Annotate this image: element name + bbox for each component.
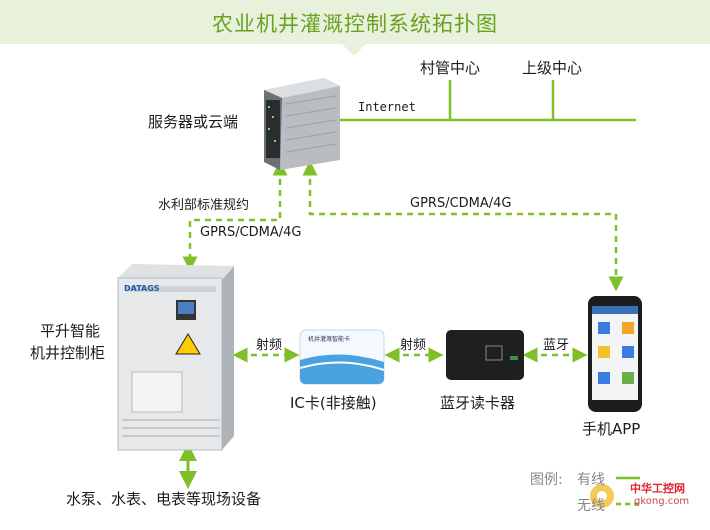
- legend-wireless: 无线: [577, 498, 605, 514]
- card-reader-icon: [446, 330, 524, 380]
- title-notch: [342, 44, 366, 56]
- legend-wired: 有线: [577, 472, 605, 488]
- server-label: 服务器或云端: [148, 113, 239, 131]
- reader-label: 蓝牙读卡器: [440, 394, 516, 412]
- phone-label: 手机APP: [582, 420, 641, 438]
- ic-card-label: IC卡(非接触): [290, 394, 377, 412]
- gprs-top-label: GPRS/CDMA/4G: [410, 196, 512, 211]
- rf-left-label: 射频: [256, 338, 283, 353]
- village-center-label: 村管中心: [420, 59, 481, 77]
- title-bar: [0, 0, 710, 44]
- gprs-left-label: GPRS/CDMA/4G: [200, 225, 302, 240]
- bluetooth-label: 蓝牙: [543, 338, 570, 353]
- field-devices-label: 水泵、水表、电表等现场设备: [66, 490, 262, 508]
- card-title: 机井灌溉智能卡: [308, 336, 351, 343]
- rf-right-label: 射频: [400, 338, 427, 353]
- control-cabinet-icon: [117, 264, 234, 451]
- legend-title: 图例:: [530, 472, 563, 488]
- wired-network: [340, 80, 636, 122]
- phone-icon: [588, 296, 642, 412]
- diagram-title: 农业机井灌溉控制系统拓扑图: [212, 12, 498, 36]
- superior-center-label: 上级中心: [522, 59, 583, 77]
- link-server-phone: [302, 160, 624, 292]
- protocol-label: 水利部标准规约: [158, 198, 250, 213]
- watermark-url: gkong.com: [634, 496, 690, 507]
- cabinet-brand: DATAGS: [124, 284, 160, 293]
- internet-label: Internet: [358, 100, 416, 114]
- server-rack-icon: [264, 78, 340, 170]
- link-server-cabinet: [182, 160, 288, 272]
- cabinet-label-line1: 平升智能: [40, 322, 101, 340]
- ic-card-icon: [299, 329, 385, 385]
- legend-lines: [616, 476, 640, 506]
- cabinet-label-line2: 机井控制柜: [30, 344, 106, 362]
- watermark-site: 中华工控网: [630, 482, 685, 495]
- watermark-gear-icon: [590, 484, 614, 508]
